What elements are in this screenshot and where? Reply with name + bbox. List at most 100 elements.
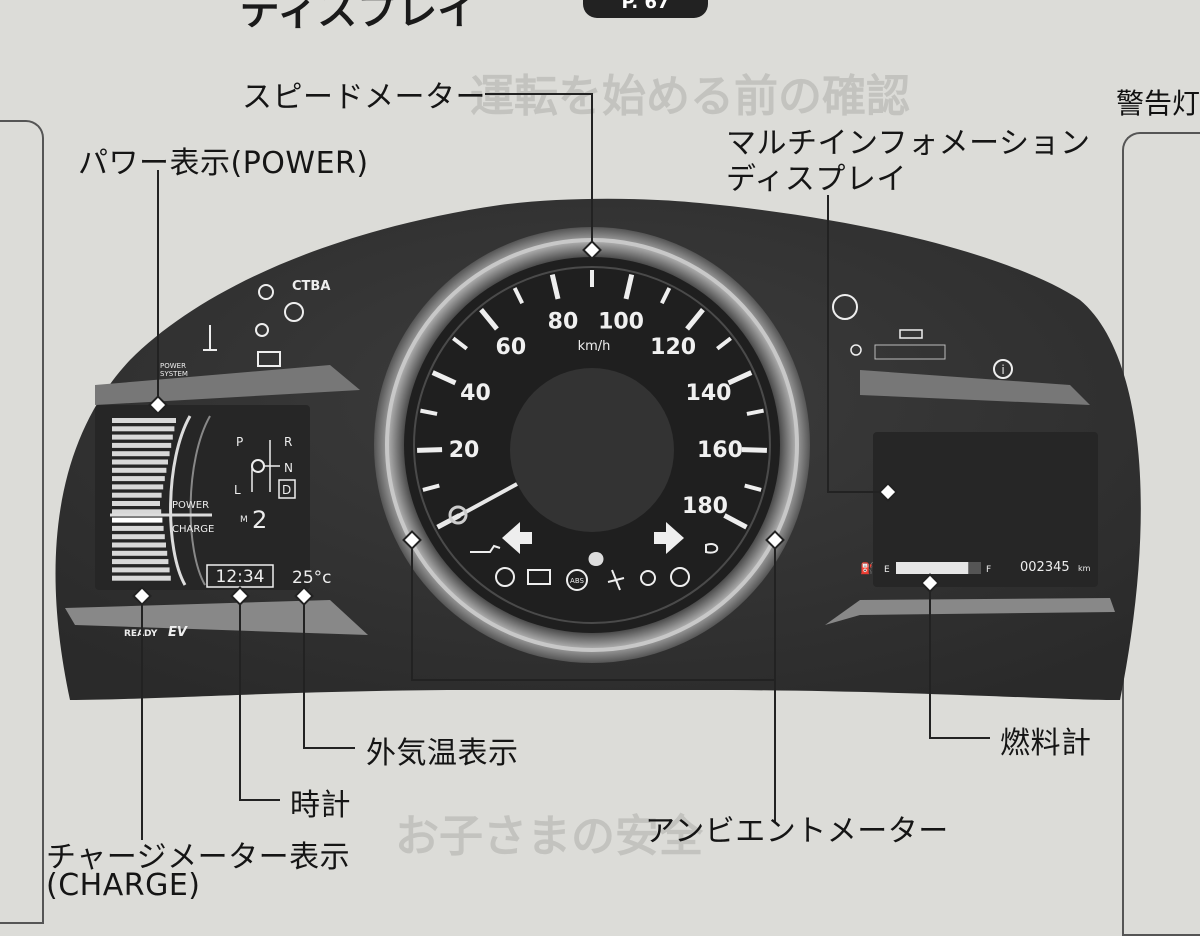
power-bar-segment bbox=[112, 542, 166, 548]
warning-icons-row bbox=[470, 543, 719, 591]
speed-tick-160 bbox=[741, 447, 767, 453]
marker-clock bbox=[230, 586, 250, 606]
marker-fuel bbox=[920, 573, 940, 593]
speed-tick-10 bbox=[422, 483, 440, 492]
marker-power bbox=[148, 395, 168, 415]
speedometer-label: スピードメーター bbox=[242, 80, 486, 115]
fuel-pump-icon: ⛽ bbox=[860, 562, 874, 575]
multi-info-display-label-line2: ディスプレイ bbox=[726, 162, 907, 197]
marker-speedometer bbox=[582, 240, 602, 260]
gear-n: N bbox=[284, 461, 293, 475]
info-icon-glyph: i bbox=[1001, 363, 1004, 377]
speed-tick-40 bbox=[431, 370, 457, 386]
speed-tick-50 bbox=[452, 336, 468, 351]
temp-leader bbox=[303, 598, 355, 749]
power-bar-segment bbox=[112, 509, 162, 515]
power-bar-segment bbox=[112, 567, 170, 573]
brake-system-icon bbox=[670, 567, 690, 587]
power-bar-segment bbox=[112, 534, 165, 540]
faint-background-heading-2: お子さまの安全 bbox=[395, 811, 703, 862]
speed-label-80: 80 bbox=[548, 309, 579, 334]
speed-label-40: 40 bbox=[460, 381, 491, 406]
gear-path-lines bbox=[251, 440, 280, 492]
speed-label-60: 60 bbox=[496, 335, 527, 360]
speed-label-140: 140 bbox=[686, 381, 732, 406]
power-bar-segment bbox=[112, 434, 173, 440]
speed-unit: km/h bbox=[578, 339, 611, 354]
right-header: 警告灯 bbox=[1116, 87, 1200, 120]
speed-label-160: 160 bbox=[697, 438, 743, 463]
power-text: POWER bbox=[172, 500, 209, 511]
lower-right-trim bbox=[825, 598, 1115, 625]
tpms-icon bbox=[832, 294, 858, 320]
speed-label-20: 20 bbox=[449, 438, 480, 463]
ambient-meter-label: アンビエントメーター bbox=[645, 814, 949, 849]
engine-check-icon bbox=[257, 351, 281, 367]
gear-m-value: 2 bbox=[252, 506, 267, 534]
power-bar-arc bbox=[169, 415, 192, 586]
power-bar-segment bbox=[112, 418, 176, 423]
speed-tick-70 bbox=[512, 287, 524, 305]
ctba-text: CTBA bbox=[292, 279, 330, 294]
clock-value: 12:34 bbox=[216, 567, 265, 587]
ev-text: EV bbox=[168, 625, 188, 640]
power-bar-arc-outer bbox=[189, 415, 211, 586]
clock-leader bbox=[239, 598, 280, 801]
lower-left-trim bbox=[65, 600, 368, 635]
battery-icon bbox=[527, 569, 551, 585]
power-bar-segment bbox=[112, 467, 167, 473]
speed-tick-marks bbox=[417, 270, 767, 530]
abs-text: ABS bbox=[570, 577, 584, 585]
fog-light-icon bbox=[874, 344, 946, 360]
right-turn-arrow-icon bbox=[654, 522, 684, 554]
upper-right-trim bbox=[860, 370, 1090, 405]
speed-label-120: 120 bbox=[650, 335, 696, 360]
power-bar-segment bbox=[112, 484, 164, 490]
seatbelt-icon bbox=[607, 569, 625, 591]
power-bar-segment bbox=[112, 492, 162, 498]
callout-lines bbox=[141, 93, 990, 840]
fuel-gauge-label: 燃料計 bbox=[1000, 726, 1092, 761]
ambient-leader bbox=[411, 540, 775, 681]
gear-d: D bbox=[282, 483, 291, 497]
power-bar-segment bbox=[112, 501, 160, 506]
speed-label-180: 180 bbox=[682, 494, 728, 519]
power-bar-segment bbox=[112, 559, 169, 565]
immobilizer-key-icon bbox=[899, 329, 923, 339]
ready-text: READY bbox=[124, 629, 158, 639]
speed-tick-150 bbox=[746, 408, 764, 416]
ctba-warning-icon bbox=[284, 302, 304, 322]
speed-tick-80 bbox=[549, 273, 561, 300]
power-bar-segment bbox=[112, 459, 168, 465]
marker-charge bbox=[132, 586, 152, 606]
page-reference-text: P. 67 bbox=[621, 0, 670, 13]
speed-tick-120 bbox=[685, 308, 705, 331]
small-indicator-icon bbox=[850, 344, 862, 356]
charge-label-line2: (CHARGE) bbox=[46, 868, 201, 903]
marker-ambient-left bbox=[402, 530, 422, 550]
multi-info-display-label-line1: マルチインフォメーション bbox=[726, 126, 1091, 161]
power-bar-segment bbox=[112, 426, 175, 432]
marker-ambient-right bbox=[765, 530, 785, 550]
needle-hub bbox=[448, 505, 468, 525]
oil-pressure-icon bbox=[470, 544, 501, 553]
clock-label: 時計 bbox=[290, 788, 351, 823]
speed-tick-110 bbox=[660, 287, 672, 305]
right-display-panel bbox=[873, 432, 1098, 587]
power-charge-bar bbox=[112, 418, 176, 581]
speed-tick-180 bbox=[723, 513, 748, 530]
power-label: パワー表示(POWER) bbox=[78, 146, 369, 181]
left-turn-arrow-icon bbox=[502, 522, 532, 554]
vsa-icon bbox=[255, 323, 269, 337]
speedometer-inner-bezel bbox=[413, 266, 771, 624]
power-bar-segment bbox=[112, 451, 170, 457]
speed-tick-170 bbox=[744, 483, 762, 492]
brake-warning-icon bbox=[495, 567, 515, 587]
info-icon bbox=[993, 359, 1013, 379]
speed-tick-30 bbox=[420, 408, 438, 416]
charge-label-line1: チャージメーター表示 bbox=[46, 840, 351, 875]
marker-mid bbox=[878, 482, 898, 502]
outside-temp-value: 25°c bbox=[292, 568, 331, 588]
